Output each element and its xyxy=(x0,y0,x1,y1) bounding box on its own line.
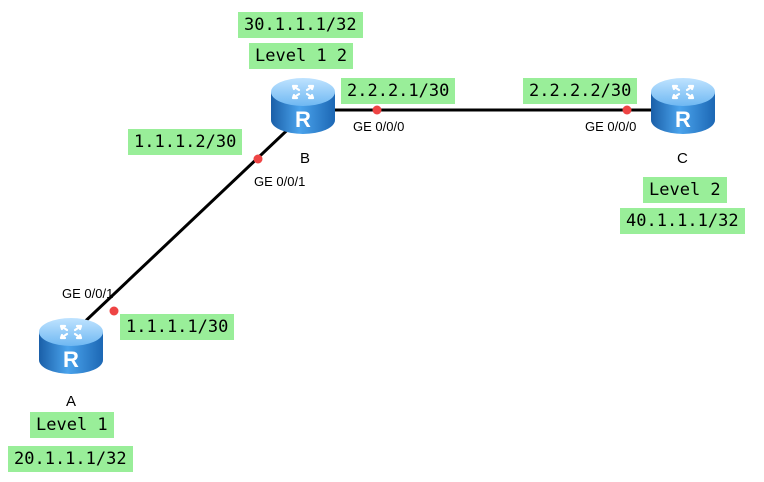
link-a-b-a-ip: 1.1.1.1/30 xyxy=(120,314,235,340)
router-b-icon[interactable]: R xyxy=(268,76,338,138)
port-dot-b-ge000 xyxy=(372,105,382,115)
router-b-level: Level 1 2 xyxy=(249,43,354,69)
port-dot-c-ge000 xyxy=(622,105,632,115)
port-dot-a-ge001 xyxy=(109,306,119,316)
svg-text:R: R xyxy=(295,107,311,132)
router-c-icon[interactable]: R xyxy=(648,76,718,138)
link-a-b-b-ip: 1.1.1.2/30 xyxy=(128,129,243,155)
router-a-port-ge001: GE 0/0/1 xyxy=(62,286,114,301)
router-a-icon[interactable]: R xyxy=(36,316,106,378)
router-c-name: C xyxy=(677,150,688,167)
link-b-c-b-ip: 2.2.2.1/30 xyxy=(341,78,456,104)
link-a-b xyxy=(74,116,302,332)
router-c-port-ge000: GE 0/0/0 xyxy=(585,119,637,134)
link-b-c-c-ip: 2.2.2.2/30 xyxy=(523,78,638,104)
router-c-level: Level 2 xyxy=(643,177,727,203)
svg-text:R: R xyxy=(675,107,691,132)
router-b-loopback: 30.1.1.1/32 xyxy=(238,12,363,38)
port-dot-b-ge001 xyxy=(253,154,263,164)
svg-text:R: R xyxy=(63,347,79,372)
router-c-loopback: 40.1.1.1/32 xyxy=(620,208,745,234)
router-b-name: B xyxy=(300,150,311,167)
router-a-name: A xyxy=(66,393,77,410)
router-b-port-ge000: GE 0/0/0 xyxy=(353,119,405,134)
router-a-level: Level 1 xyxy=(30,412,114,438)
router-b-port-ge001: GE 0/0/1 xyxy=(254,174,306,189)
router-a-loopback: 20.1.1.1/32 xyxy=(8,446,133,472)
